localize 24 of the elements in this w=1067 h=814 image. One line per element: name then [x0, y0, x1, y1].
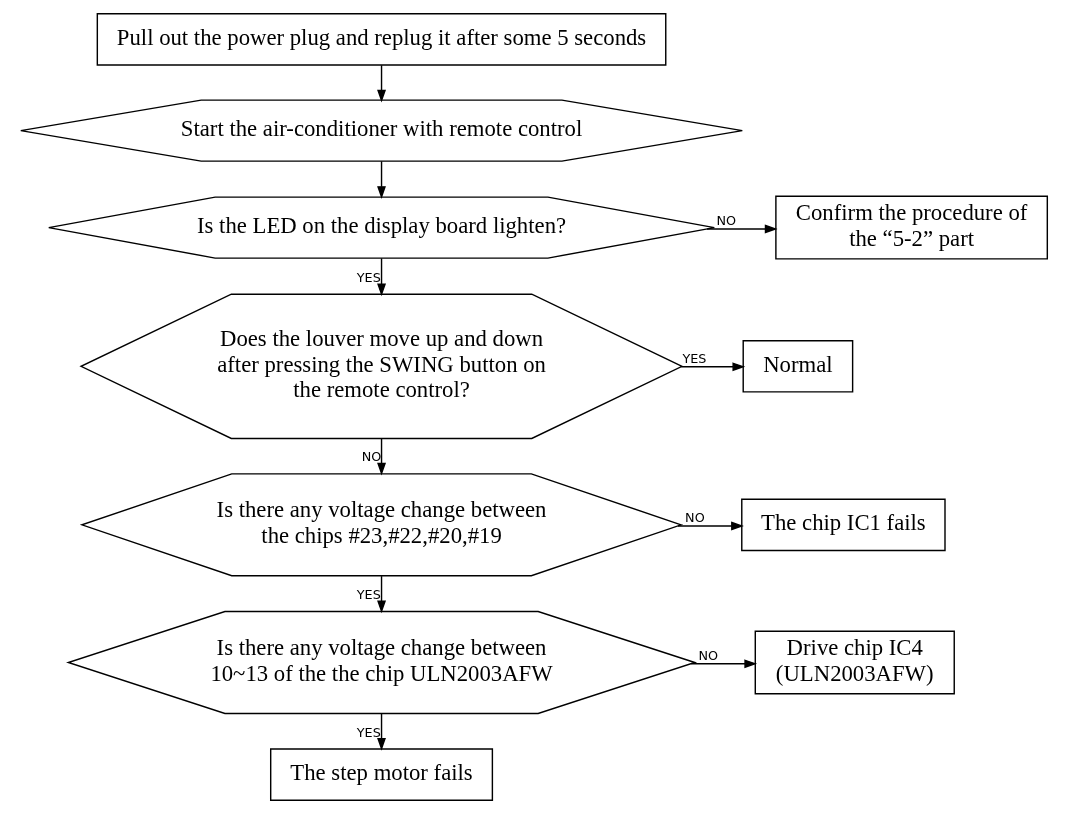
- node-box: Normal: [742, 340, 853, 393]
- edge-label: YES: [356, 586, 381, 602]
- arrow: [705, 224, 778, 234]
- edge-label: NO: [697, 647, 718, 663]
- node-box: Confirm the procedure of the “5-2” part: [774, 195, 1048, 260]
- arrow: [376, 257, 386, 297]
- arrow: [680, 362, 745, 372]
- edge-label: YES: [356, 269, 381, 285]
- edge-label: NO: [684, 509, 705, 525]
- node-box: The chip IC1 fails: [740, 498, 946, 552]
- edge-label: YES: [356, 724, 381, 740]
- node-box: Pull out the power plug and replug it after some 5 seconds: [96, 13, 666, 66]
- arrow: [376, 437, 386, 476]
- edge-label: NO: [361, 449, 381, 465]
- arrow: [376, 575, 386, 614]
- arrow: [376, 713, 386, 751]
- node-box: Drive chip IC4 (ULN2003AFW): [754, 630, 955, 695]
- arrow: [376, 64, 386, 103]
- node-box: The step motor fails: [269, 748, 493, 801]
- arrow: [376, 160, 386, 199]
- edge-label: NO: [716, 212, 736, 228]
- arrow: [676, 521, 744, 531]
- arrow: [690, 659, 757, 669]
- edge-label: YES: [681, 350, 706, 366]
